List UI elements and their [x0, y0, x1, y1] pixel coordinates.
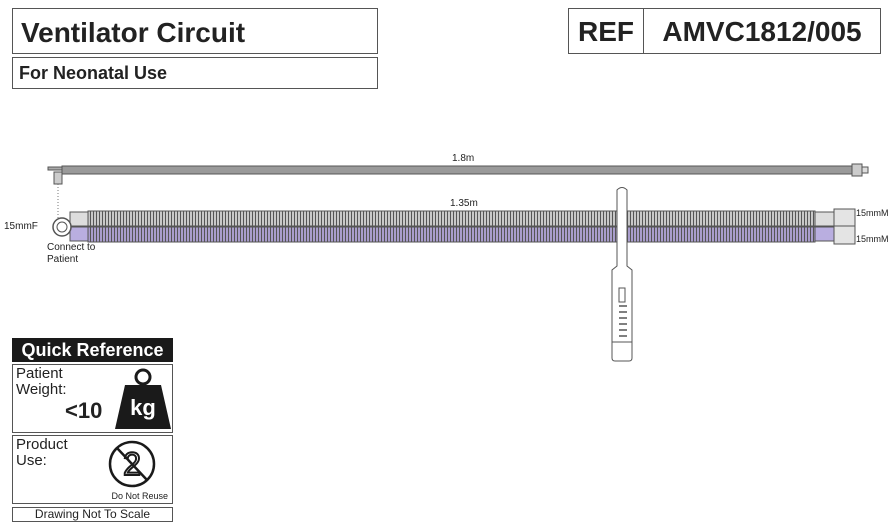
connect-label-1: Connect to — [47, 242, 96, 253]
weight-label-2: Weight: — [16, 381, 67, 398]
connector-bottom-label: 15mmM — [856, 234, 889, 244]
do-not-reuse-icon: 2 — [108, 440, 156, 488]
tube-clip — [611, 187, 633, 362]
line-length-label: 1.8m — [452, 153, 475, 164]
weight-label-1: Patient — [16, 365, 63, 382]
ref-label: REF — [569, 9, 644, 53]
use-label-1: Product — [16, 436, 68, 453]
ref-code: AMVC1812/005 — [662, 16, 862, 47]
monitoring-line — [47, 163, 869, 218]
tube-length-label: 1.35m — [450, 198, 478, 209]
scale-note: Drawing Not To Scale — [12, 507, 173, 522]
quick-reference-title: Quick Reference — [12, 338, 173, 362]
use-label-2: Use: — [16, 452, 47, 469]
patient-connector-label: 15mmF — [4, 221, 38, 232]
weight-value: <10 — [65, 398, 103, 423]
corrugated-tubes — [52, 208, 856, 245]
connect-label-2: Patient — [47, 254, 79, 265]
page-subtitle: For Neonatal Use — [12, 57, 378, 89]
patient-weight-panel: Patient Weight: <10 kg — [12, 364, 173, 433]
ref-box: REF AMVC1812/005 — [568, 8, 881, 54]
weight-icon — [115, 368, 171, 429]
use-value: Do Not Reuse — [111, 491, 168, 501]
product-use-panel: Product Use: 2 Do Not Reuse — [12, 435, 173, 504]
weight-unit: kg — [130, 395, 156, 420]
page-title: Ventilator Circuit — [12, 8, 378, 54]
connector-top-label: 15mmM — [856, 208, 889, 218]
